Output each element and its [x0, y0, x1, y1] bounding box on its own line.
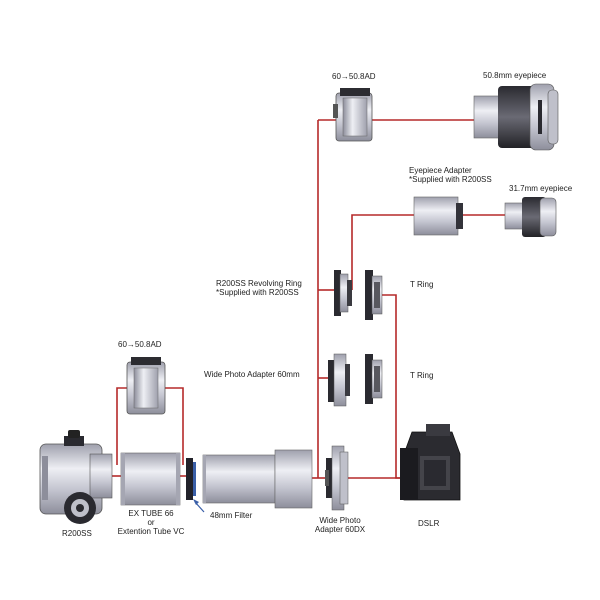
adapter-60-to-50-8-top — [333, 88, 373, 142]
eyepiece-50-8mm — [473, 83, 559, 151]
label-revolving-ring-line1: R200SS Revolving Ring — [216, 279, 302, 288]
label-adapter-top: 60→50.8AD — [332, 72, 376, 81]
label-wide-photo-dx-line1: Wide Photo — [319, 516, 361, 525]
label-eyepiece-31: 31.7mm eyepiece — [509, 184, 573, 193]
adapter-60-to-50-8-left — [126, 357, 166, 415]
telescope-r200ss — [39, 430, 113, 524]
connector-lines — [112, 119, 505, 479]
filter-pointer-arrow — [193, 499, 205, 513]
label-dslr: DSLR — [418, 519, 440, 528]
label-t-ring-2: T Ring — [410, 371, 434, 380]
label-eyepiece-50: 50.8mm eyepiece — [483, 71, 547, 80]
label-revolving-ring-line2: *Supplied with R200SS — [216, 288, 299, 297]
filter-48mm — [186, 458, 196, 500]
ex-tube-66 — [120, 452, 181, 506]
label-eyepiece-adapter-line2: *Supplied with R200SS — [409, 175, 492, 184]
label-filter-48: 48mm Filter — [210, 511, 253, 520]
connector-eyepiece-adapter-branch — [351, 214, 414, 290]
eyepiece-31-7mm — [504, 197, 557, 237]
eyepiece-adapter — [413, 196, 463, 236]
wide-photo-adapter-60mm — [328, 353, 350, 407]
extension-tube-long — [202, 449, 313, 509]
label-telescope: R200SS — [62, 529, 92, 538]
t-ring-2 — [365, 354, 383, 404]
label-ex-tube-line3: Extention Tube VC — [117, 527, 185, 536]
connector-left-adapter — [116, 387, 184, 465]
label-wide-photo-dx-line2: Adapter 60DX — [314, 525, 366, 534]
label-eyepiece-adapter-line1: Eyepiece Adapter — [409, 166, 472, 175]
label-eyepiece-adapter: Eyepiece Adapter *Supplied with R200SS — [409, 166, 492, 184]
label-ex-tube: EX TUBE 66 or Extention Tube VC — [113, 509, 189, 536]
revolving-ring — [334, 270, 352, 316]
t-ring-1 — [365, 270, 383, 320]
label-wide-photo-60: Wide Photo Adapter 60mm — [204, 370, 300, 379]
label-t-ring-1: T Ring — [410, 280, 434, 289]
label-ex-tube-line2: or — [147, 518, 155, 527]
label-revolving-ring: R200SS Revolving Ring *Supplied with R20… — [216, 279, 302, 297]
label-adapter-left: 60→50.8AD — [118, 340, 162, 349]
wide-photo-adapter-60dx — [325, 445, 349, 511]
dslr-camera — [400, 424, 461, 501]
label-wide-photo-dx: Wide Photo Adapter 60DX — [310, 516, 370, 534]
label-ex-tube-line1: EX TUBE 66 — [128, 509, 174, 518]
